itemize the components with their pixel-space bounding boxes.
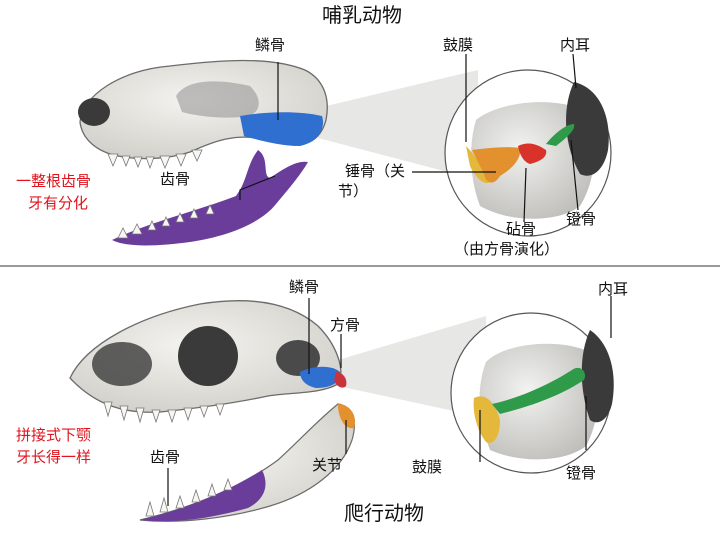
reptile-label-eardrum: 鼓膜 [412,458,443,476]
mammal-middle-ear [444,69,612,237]
mammal-skull [78,59,478,180]
mammal-label-stapes: 镫骨 [566,210,597,228]
reptile-title: 爬行动物 [344,501,424,525]
mammal-label-inner-ear: 内耳 [560,36,591,54]
reptile-label-stapes: 镫骨 [566,464,597,482]
mammal-note-line-2: 牙有分化 [28,194,89,212]
mammal-inner-ear [566,82,609,176]
reptile-pointer-lines [167,296,612,506]
reptile-inner-ear [581,330,614,423]
reptile-note-line-1: 拼接式下颚 [16,426,92,444]
mammal-title: 哺乳动物 [322,3,402,27]
reptile-projection-cone [338,316,486,418]
reptile-squamosal-bone [300,366,341,388]
reptile-label-articular: 关节 [312,456,343,474]
reptile-dentary-bone [140,470,266,522]
mammal-incus [518,143,547,164]
reptile-lower-jaw [139,403,356,522]
reptile-label-dentary: 齿骨 [150,448,181,466]
reptile-skull [69,300,486,424]
mammal-stapes [546,124,575,146]
mammal-label-malleus-cont: 节） [338,182,369,200]
reptile-stapes [492,367,586,414]
mammal-dentary-bone [112,150,308,246]
mammal-projection-cone [318,70,478,180]
reptile-articular-bone [338,404,356,429]
reptile-orbit [178,326,238,386]
reptile-label-squamosal: 鳞骨 [289,278,320,296]
reptile-middle-ear [450,312,614,474]
mammal-orbit [78,98,110,126]
mammal-label-incus-note: （由方骨演化） [454,240,560,258]
reptile-nostril-opening [92,342,152,386]
mammal-label-squamosal: 鳞骨 [255,36,286,54]
reptile-quadrate-bone [334,372,347,388]
mammal-label-incus: 砧骨 [506,220,537,238]
mammal-label-dentary: 齿骨 [160,170,191,188]
mammal-note-line-1: 一整根齿骨 [16,172,92,190]
mammal-label-eardrum: 鼓膜 [443,36,474,54]
reptile-label-inner-ear: 内耳 [598,280,629,298]
reptile-note-line-2: 牙长得一样 [16,448,92,466]
mammal-malleus [472,147,521,183]
mammal-label-malleus: 锤骨（关 [345,162,406,180]
mammal-squamosal-bone [240,112,324,146]
reptile-label-quadrate: 方骨 [330,316,361,334]
mammal-pointer-lines [239,53,579,223]
